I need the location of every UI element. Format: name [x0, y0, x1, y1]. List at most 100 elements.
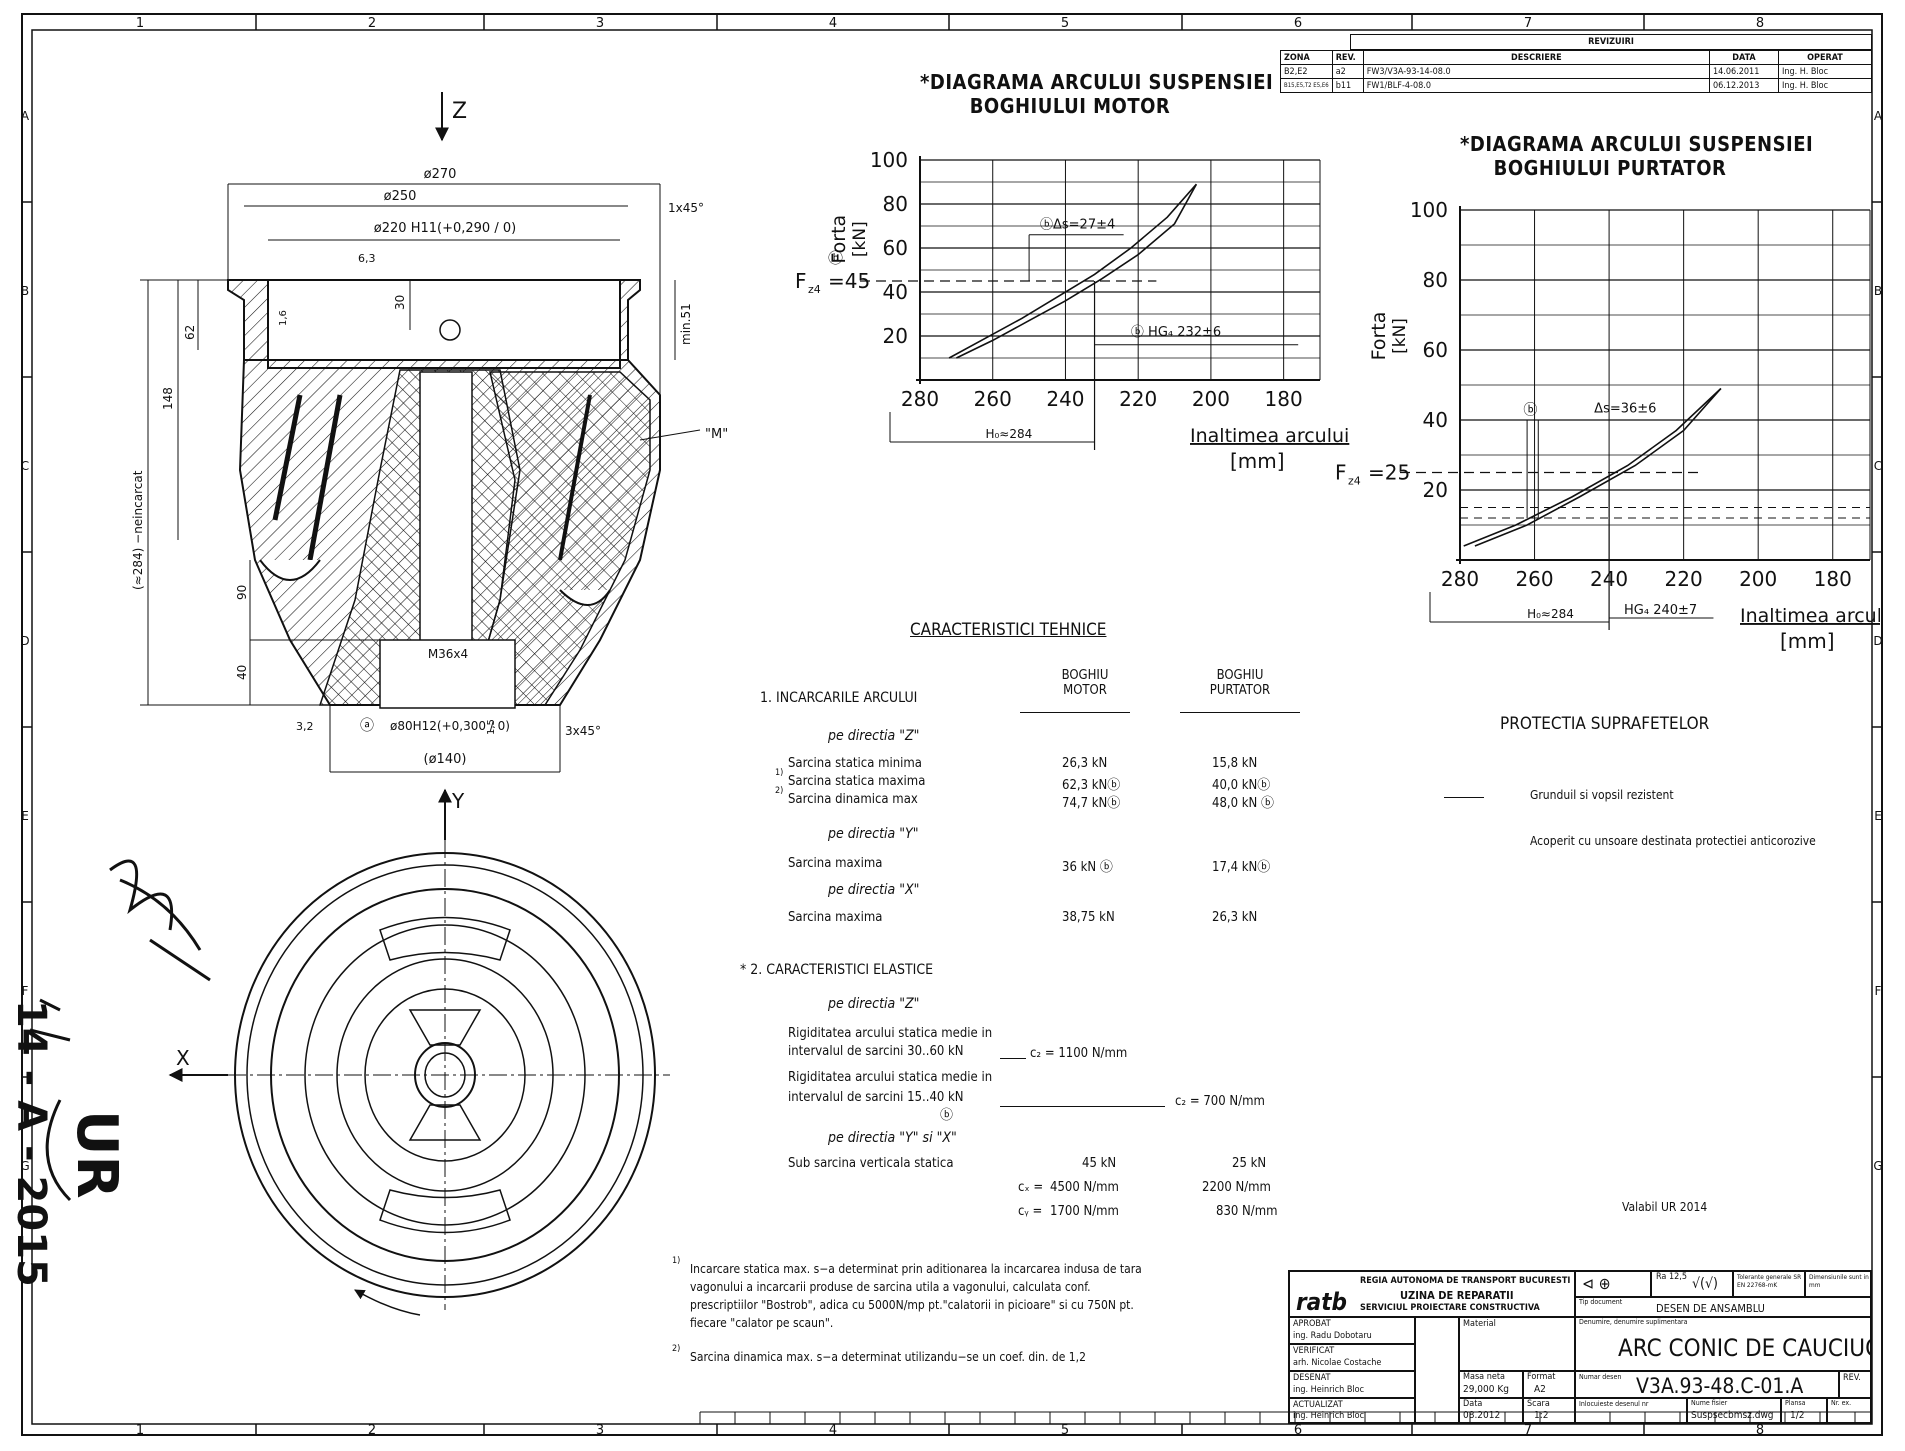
ratb-logo: ratb — [1296, 1288, 1347, 1316]
frame-row-label: F — [1875, 984, 1882, 998]
dim-d80: ø80H12(+0,300 / 0) — [390, 719, 510, 733]
plan-view — [234, 852, 656, 1316]
x-tick-label: 220 — [1119, 387, 1157, 411]
detail-m-label: "M" — [705, 427, 728, 442]
dir-z-1: pe directia "Z" — [828, 728, 920, 744]
handwritten-annotation — [29, 859, 211, 1202]
chart-motor-title: *DIAGRAMA ARCULUI SUSPENSIEI BOGHIULUI M… — [920, 70, 1274, 118]
frame-col-label: 6 — [1294, 16, 1302, 31]
frame-col-label: 7 — [1524, 16, 1532, 31]
x-tick-label: 240 — [1046, 387, 1084, 411]
y-axis-unit: [kN] — [850, 221, 870, 257]
b-mark: ⓑ — [1523, 403, 1537, 419]
y-tick-label: 100 — [870, 148, 908, 172]
frame-col-label: 1 — [136, 16, 144, 31]
frame-col-label: 5 — [1061, 1423, 1069, 1438]
rev-hdr-rev: REV. — [1331, 50, 1364, 65]
x-tick-label: 260 — [974, 387, 1012, 411]
frame-row-label: D — [1873, 634, 1882, 648]
fz-symbol: F — [795, 269, 807, 293]
rubber-cone-body — [238, 359, 661, 709]
ds-label: ⓑΔs=27±4 — [1040, 218, 1115, 233]
fz-symbol: F — [1335, 461, 1347, 485]
frame-col-label: 5 — [1061, 16, 1069, 31]
frame-row-label: E — [21, 809, 29, 823]
frame-col-label: 3 — [596, 16, 604, 31]
ds-label: Δs=36±6 — [1594, 402, 1656, 417]
y-tick-label: 20 — [1423, 478, 1448, 502]
dim-284: (≈284) −neincarcat — [131, 470, 145, 590]
upper-flange — [227, 279, 641, 369]
y-tick-label: 80 — [883, 192, 908, 216]
y-axis-label: Forta[kN] — [1368, 312, 1410, 361]
series-line-1 — [948, 183, 1198, 359]
section-1-title: 1. INCARCARILE ARCULUI — [760, 690, 918, 706]
dim-90: 90 — [235, 585, 249, 600]
hg-label: HG₄ 240±7 — [1624, 603, 1697, 618]
x-axis-label: X — [176, 1046, 190, 1070]
protection-title: PROTECTIA SUPRAFETELOR — [1500, 714, 1710, 734]
fz-subscript: z4 — [1348, 475, 1361, 488]
x-axis-label: Inaltimea arcului — [1740, 605, 1880, 627]
revisions-table: REVIZUIRI ZONA REV. DESCRIERE DATA OPERA… — [1280, 34, 1872, 93]
dim-d250: ø250 — [384, 189, 417, 204]
tech-heading: CARACTERISTICI TEHNICE — [910, 620, 1107, 640]
roughness-symbol-icon: √(√) — [1692, 1276, 1718, 1292]
rev-hdr-date: DATA — [1709, 50, 1779, 65]
y-tick-label: 60 — [883, 236, 908, 260]
handwritten-date: 14 - A - 2015 — [8, 1000, 54, 1287]
hg-label: ⓑ HG₄ 232±6 — [1131, 325, 1221, 340]
y-axis-title: Forta — [828, 215, 850, 264]
x-tick-label: 280 — [901, 387, 939, 411]
h0-label: H₀≈284 — [985, 427, 1032, 441]
revisions-title: REVIZUIRI — [1350, 34, 1872, 50]
fz-subscript: z4 — [808, 283, 821, 296]
org-unit: UZINA DE REPARATII — [1400, 1289, 1514, 1302]
org-name: REGIA AUTONOMA DE TRANSPORT BUCURESTI — [1360, 1276, 1571, 1286]
y-tick-label: 80 — [1423, 268, 1448, 292]
dimension-lines — [140, 183, 701, 773]
x-tick-label: 180 — [1265, 387, 1303, 411]
frame-row-label: F — [22, 984, 29, 998]
frame-row-label: C — [21, 459, 29, 473]
y-tick-label: 40 — [883, 280, 908, 304]
x-tick-label: 220 — [1665, 567, 1703, 591]
section-view-drawing: Z ø270 ø25 — [8, 92, 728, 1316]
x-tick-label: 260 — [1515, 567, 1553, 591]
fz-mark: ⓑ — [828, 249, 843, 267]
y-axis-title: Forta — [1368, 312, 1390, 361]
x-tick-label: 180 — [1814, 567, 1852, 591]
x-tick-label: 200 — [1192, 387, 1230, 411]
drawing-title: ARC CONIC DE CAUCIUC — [1618, 1334, 1871, 1362]
y-axis-label: Y — [451, 789, 465, 813]
rev-hdr-zone: ZONA — [1280, 50, 1333, 65]
dim-m36: M36x4 — [428, 647, 468, 661]
dir-x: pe directia "X" — [828, 882, 920, 898]
frame-row-label: A — [1874, 109, 1883, 123]
z-axis-label: Z — [452, 99, 467, 124]
frame-col-label: 2 — [368, 1423, 376, 1438]
series-line-1 — [1463, 387, 1722, 547]
dim-roughness-63: 6,3 — [358, 252, 376, 265]
y-tick-label: 20 — [883, 324, 908, 348]
frame-col-label: 8 — [1756, 1423, 1764, 1438]
chart-purtator-title: *DIAGRAMA ARCULUI SUSPENSIEI BOGHIULUI P… — [1460, 132, 1814, 180]
frame-row-label: B — [1874, 284, 1882, 298]
dim-148: 148 — [161, 387, 175, 410]
h0-label: H₀≈284 — [1527, 607, 1574, 621]
x-axis-unit: [mm] — [1780, 629, 1835, 653]
frame-col-label: 2 — [368, 16, 376, 31]
drawing-number: V3A.93-48.C-01.A — [1636, 1374, 1804, 1398]
frame-row-label: B — [21, 284, 29, 298]
frame-col-label: 4 — [829, 16, 837, 31]
projection-symbol-icon: ⊲ ⊕ — [1582, 1274, 1611, 1293]
rev-row: B2,E2 a2 FW3/V3A-93-14-08.0 14.06.2011 I… — [1280, 64, 1872, 79]
frame-row-label: E — [1874, 809, 1882, 823]
dir-yx: pe directia "Y" si "X" — [828, 1130, 957, 1146]
dim-roughness-32: 3,2 — [296, 720, 314, 733]
frame-col-label: 1 — [136, 1423, 144, 1438]
